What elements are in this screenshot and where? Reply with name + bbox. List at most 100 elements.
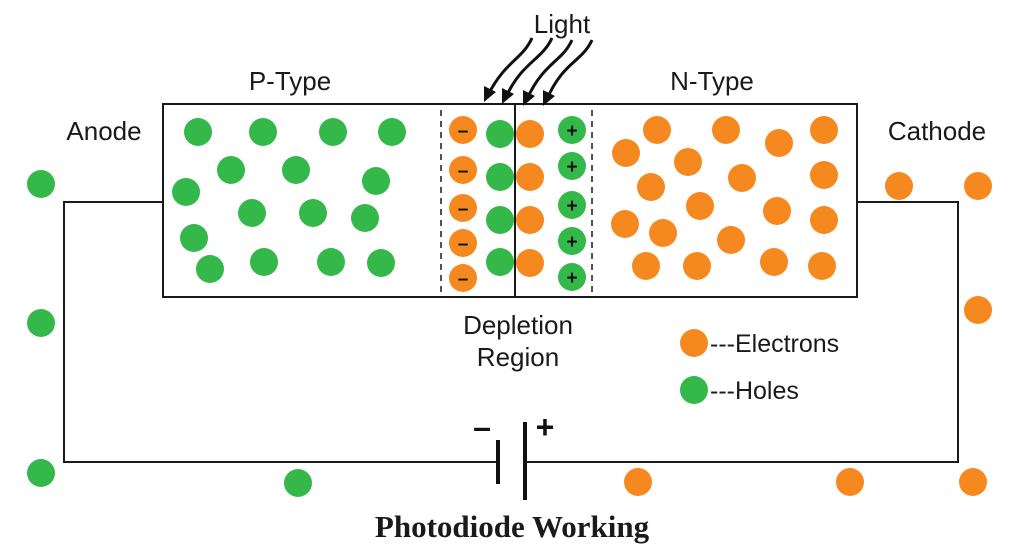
electron [516, 120, 544, 148]
positive-ion [558, 263, 586, 291]
hole [486, 206, 514, 234]
positive-ion-sign: + [566, 196, 577, 217]
electron [516, 163, 544, 191]
battery-plus-sign: + [536, 409, 555, 445]
p-type-label: P-Type [249, 66, 331, 96]
wire-left [63, 201, 498, 463]
electron [637, 173, 665, 201]
arrowhead [502, 88, 514, 104]
electron [649, 219, 677, 247]
battery-symbol: – + [473, 409, 554, 500]
electron [808, 252, 836, 280]
electron [611, 210, 639, 238]
positive-ion-sign: + [566, 232, 577, 253]
hole [486, 163, 514, 191]
hole [299, 199, 327, 227]
hole [27, 309, 55, 337]
negative-ion [449, 116, 477, 144]
light-ray-arrowheads [484, 86, 555, 106]
hole [367, 249, 395, 277]
light-ray [525, 39, 574, 100]
hole [184, 118, 212, 146]
electron [765, 129, 793, 157]
positive-ion-sign: + [566, 157, 577, 178]
negative-ion [449, 194, 477, 222]
hole [362, 167, 390, 195]
electron [885, 172, 913, 200]
hole [378, 118, 406, 146]
light-ray [504, 37, 554, 98]
electrons-group [516, 116, 992, 496]
light-ray [545, 39, 594, 100]
light-label: Light [534, 9, 591, 39]
legend-electron-swatch [680, 329, 708, 357]
anode-label: Anode [66, 116, 141, 146]
positive-ion [558, 152, 586, 180]
hole [486, 120, 514, 148]
hole [180, 224, 208, 252]
electron [643, 116, 671, 144]
electron [612, 139, 640, 167]
negative-ion [449, 264, 477, 292]
hole [249, 118, 277, 146]
hole [486, 248, 514, 276]
hole [172, 178, 200, 206]
wire-right [525, 201, 959, 463]
positive-ion [558, 191, 586, 219]
electron [516, 206, 544, 234]
electron [836, 468, 864, 496]
positive-ion-sign: + [566, 121, 577, 142]
legend-hole-swatch [680, 376, 708, 404]
electron [717, 226, 745, 254]
negative-ion-sign: – [458, 161, 469, 182]
electron [964, 296, 992, 324]
page-title: Photodiode Working [375, 509, 650, 544]
cathode-label: Cathode [888, 116, 986, 146]
depletion-ions-group: – + – + – + – + – + [449, 116, 586, 292]
depletion-region-label-line1: Depletion [463, 310, 573, 340]
electron [810, 161, 838, 189]
hole [317, 248, 345, 276]
electron [810, 206, 838, 234]
arrowhead [523, 90, 535, 106]
battery-minus-sign: – [473, 409, 491, 445]
light-ray [486, 37, 534, 96]
circuit-wire [63, 201, 959, 463]
hole [319, 118, 347, 146]
electron [516, 249, 544, 277]
electron [810, 116, 838, 144]
electron [686, 192, 714, 220]
depletion-region-label-line2: Region [477, 342, 559, 372]
positive-ion [558, 227, 586, 255]
positive-ion-sign: + [566, 268, 577, 289]
electron [760, 248, 788, 276]
n-type-label: N-Type [670, 66, 754, 96]
arrowhead [484, 86, 496, 102]
legend-holes-label: ---Holes [710, 377, 799, 405]
hole [351, 204, 379, 232]
electron [683, 252, 711, 280]
holes-group [27, 118, 514, 497]
electron [712, 116, 740, 144]
electron [632, 252, 660, 280]
electron [763, 197, 791, 225]
negative-ion-sign: – [458, 269, 469, 290]
arrowhead [543, 90, 555, 106]
hole [27, 459, 55, 487]
negative-ion-sign: – [458, 199, 469, 220]
electron [624, 468, 652, 496]
hole [282, 156, 310, 184]
electron [674, 148, 702, 176]
negative-ion-sign: – [458, 121, 469, 142]
legend-electrons-label: ---Electrons [710, 330, 839, 358]
electron [959, 468, 987, 496]
hole [250, 248, 278, 276]
negative-ion [449, 156, 477, 184]
electron [728, 164, 756, 192]
hole [196, 255, 224, 283]
hole [217, 156, 245, 184]
negative-ion-sign: – [458, 234, 469, 255]
hole [284, 469, 312, 497]
negative-ion [449, 229, 477, 257]
